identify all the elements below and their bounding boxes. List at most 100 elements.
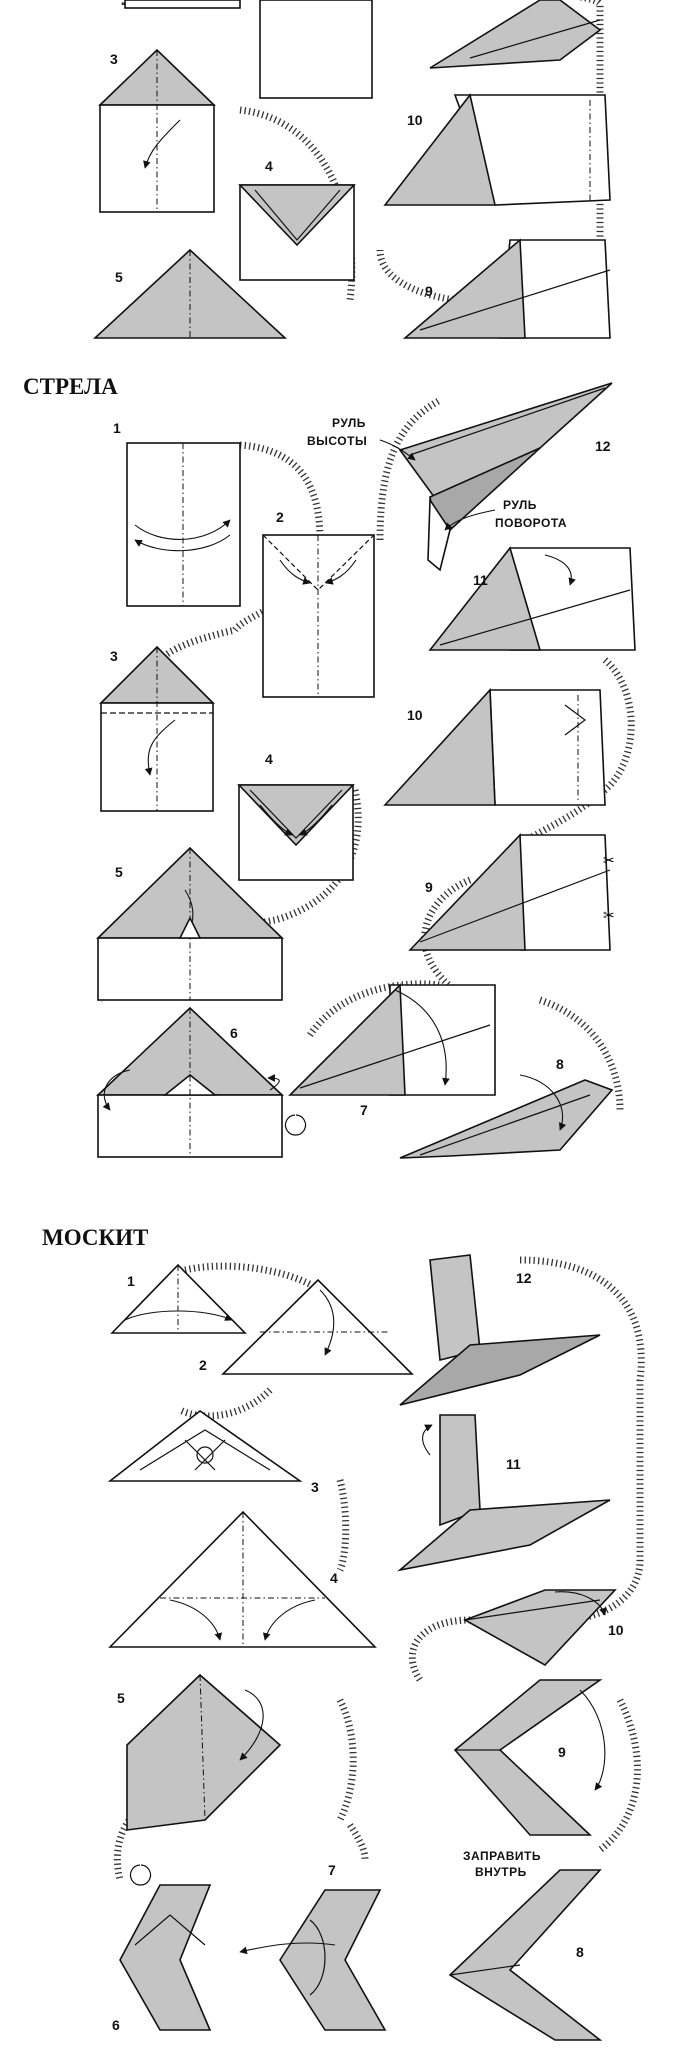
- step-number: 9: [425, 283, 433, 299]
- fold-arrow: [579, 1689, 606, 1791]
- step-number: 5: [117, 1690, 125, 1706]
- folded-paper: [126, 1673, 282, 1831]
- moskit-step-3: [107, 1410, 303, 1482]
- strela-step-11: [428, 546, 636, 651]
- step-number: 9: [558, 1744, 566, 1760]
- folded-plane: [399, 1079, 614, 1159]
- strela-step-12: [379, 382, 613, 572]
- moskit-step-10: [463, 1589, 617, 1667]
- step-number: 2: [276, 509, 284, 525]
- strela-step-2: [262, 534, 375, 698]
- plane-wing: [399, 1334, 601, 1406]
- fold-paper: [259, 0, 373, 99]
- fold-arrow: [262, 1599, 316, 1641]
- step-number: 3: [311, 1479, 319, 1495]
- strela-step-4: [237, 784, 355, 881]
- fold-arrow: [519, 1074, 567, 1131]
- fold-arrow: [544, 554, 576, 586]
- step-number: 9: [425, 879, 433, 895]
- step-number: 2: [199, 1357, 207, 1373]
- folded-flap: [237, 784, 355, 847]
- step-number: 8: [556, 1056, 564, 1072]
- small-flap: [178, 916, 202, 939]
- step-3-figure: [98, 48, 216, 213]
- dotted-path: [519, 1256, 645, 1853]
- folded-wing: [408, 833, 526, 951]
- plane-tail: [439, 1414, 481, 1527]
- fold-arrow: [144, 719, 176, 776]
- fold-line: [439, 589, 631, 646]
- step-number: 11: [473, 572, 488, 588]
- label-elevator-2: ВЫСОТЫ: [307, 434, 367, 448]
- scissors-icon: ✂: [603, 907, 615, 923]
- fold-arrow: [394, 989, 450, 1086]
- strela-step-7: [288, 983, 496, 1096]
- folded-paper: [279, 1889, 387, 2031]
- fold-line: [299, 1024, 491, 1089]
- fold-line: [254, 189, 341, 241]
- strela-diagram: ✂ ✂ РУЛЬ ВЫСОТЫ РУЛЬ ПОВОРОТА: [95, 382, 636, 1159]
- strela-step-3: [99, 645, 215, 812]
- fold-line: [464, 1599, 601, 1621]
- fold-arrow: [134, 534, 231, 552]
- fold-arrow: [267, 1074, 280, 1091]
- folded-wing: [383, 688, 496, 806]
- moskit-step-9: [453, 1679, 606, 1836]
- dotted-path: [239, 106, 356, 301]
- section-title-moskit: МОСКИТ: [42, 1225, 148, 1250]
- turn-over-symbol: [129, 1864, 152, 1886]
- fold-paper: [489, 689, 606, 806]
- step-number: 6: [112, 2017, 120, 2033]
- fold-paper: [221, 1278, 414, 1375]
- step-number: 8: [576, 1944, 584, 1960]
- fold-line: [449, 1964, 521, 1976]
- step-number: 4: [330, 1570, 338, 1586]
- folded-paper: [448, 1869, 603, 2041]
- strela-step-10: [383, 688, 606, 806]
- plane-wing: [397, 1499, 611, 1572]
- fold-arrow: [169, 1599, 223, 1641]
- fold-arrow: [325, 559, 357, 585]
- fold-arrow: [102, 1069, 131, 1111]
- pointer-arrow: [379, 439, 416, 461]
- strela-step-1: [126, 442, 241, 607]
- folded-wing: [288, 983, 406, 1096]
- turn-over-symbol: [284, 1114, 307, 1136]
- fold-arrow: [299, 804, 333, 836]
- fold-line: [419, 1094, 591, 1156]
- plane-keel: [427, 497, 451, 572]
- dotted-path: [307, 980, 624, 1111]
- step-number: 1: [127, 1273, 135, 1289]
- step-9-figure: [402, 238, 611, 339]
- folded-wing: [429, 0, 602, 69]
- fold-arrow: [239, 1689, 264, 1761]
- step-number: 4: [265, 158, 273, 174]
- strela-step-6: [95, 1006, 307, 1158]
- fold-paper: [389, 984, 496, 1096]
- step-number: 5: [115, 269, 123, 285]
- strela-step-9: ✂ ✂: [408, 833, 615, 951]
- folded-wing: [383, 93, 497, 206]
- moskit-step-2: [221, 1278, 414, 1375]
- fold-line: [409, 387, 606, 456]
- fold-arrow: [279, 559, 311, 585]
- step-number: 6: [230, 1025, 238, 1041]
- step-number: 11: [506, 1456, 521, 1472]
- fold-line: [139, 1429, 271, 1471]
- moskit-step-7: [239, 1889, 387, 2031]
- moskit-diagram: ЗАПРАВИТЬ ВНУТРЬ 1 2 3 4 5 6 7 8 9 10 11…: [107, 1254, 645, 2041]
- crease-line: [199, 1674, 206, 1821]
- fold-paper: [519, 834, 611, 951]
- step-10-figure: [383, 93, 611, 206]
- moskit-step-5: [126, 1673, 282, 1831]
- label-tuck-2: ВНУТРЬ: [475, 1865, 527, 1879]
- folded-paper: [453, 1679, 603, 1836]
- scissors-icon: ✂: [603, 852, 615, 868]
- moskit-step-8: [448, 1869, 603, 2041]
- label-tuck-1: ЗАПРАВИТЬ: [463, 1849, 541, 1863]
- step-number: 5: [115, 864, 123, 880]
- fold-arrow: [422, 1424, 433, 1456]
- fold-arrow: [143, 119, 181, 169]
- notch: [564, 704, 586, 736]
